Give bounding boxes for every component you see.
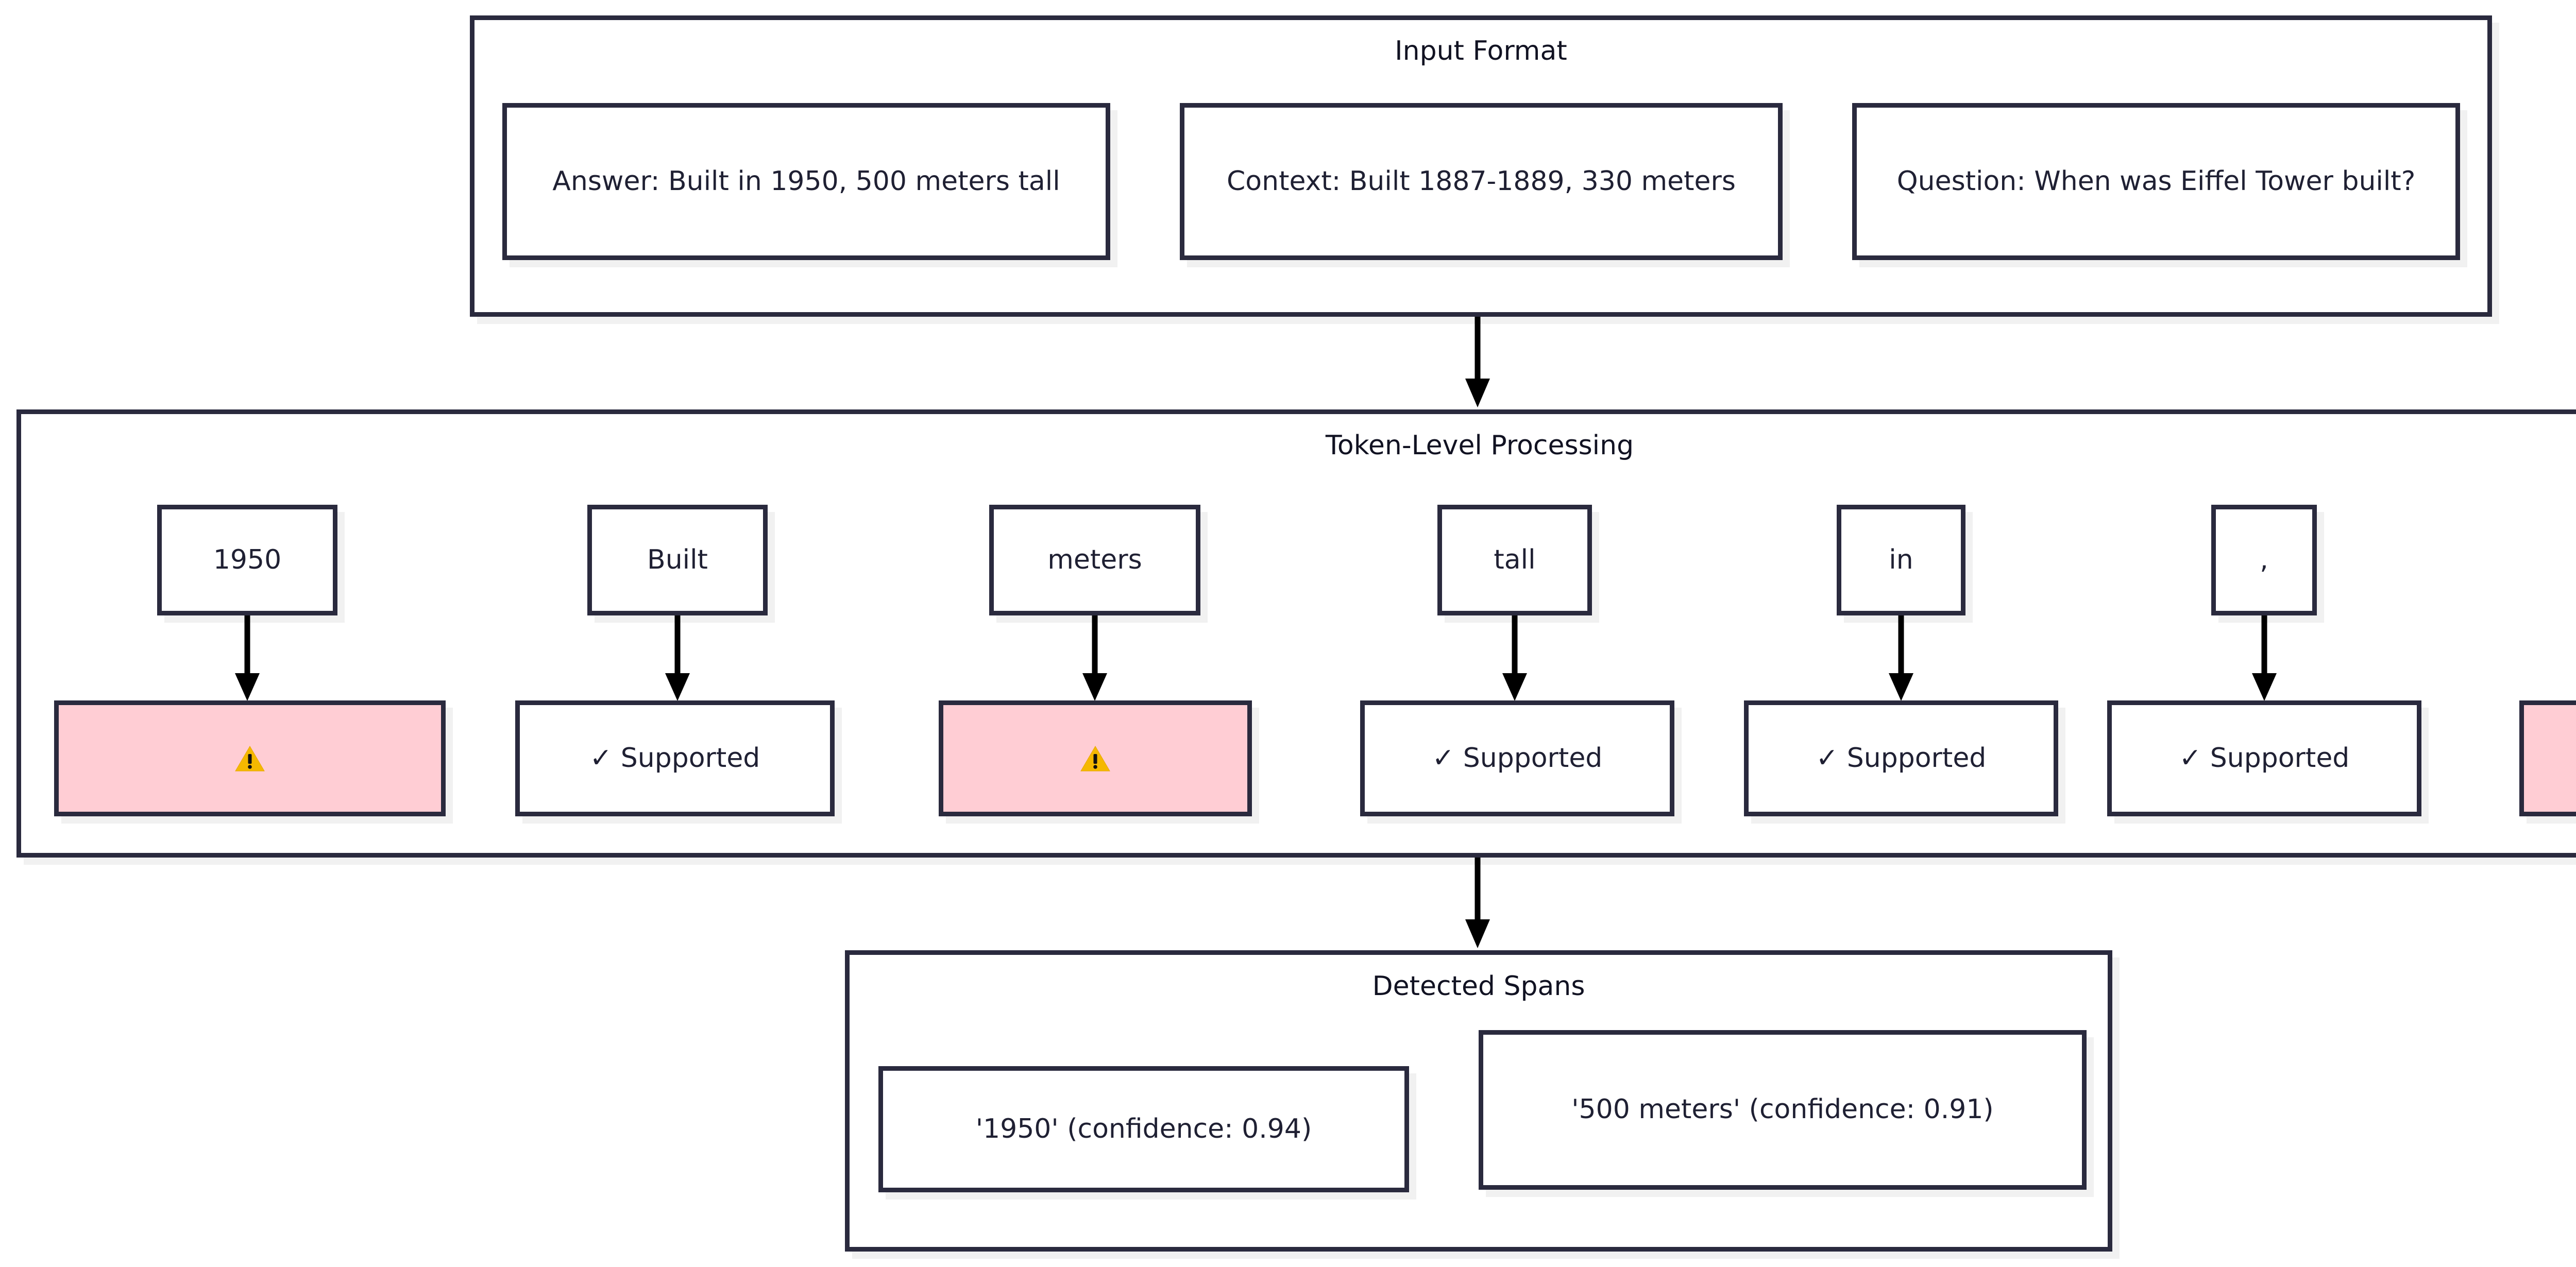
input-box-answer-label: Answer: Built in 1950, 500 meters tall — [552, 165, 1060, 197]
arrow-token-tall-to-status — [1499, 615, 1530, 703]
arrow-token-built-to-status — [662, 615, 693, 703]
arrow-token-1950-to-status — [232, 615, 263, 703]
token-box-comma: , — [2211, 505, 2317, 615]
input-box-answer: Answer: Built in 1950, 500 meters tall — [502, 103, 1110, 260]
status-label: ✓ Supported — [1432, 742, 1603, 774]
warning-icon — [234, 745, 265, 773]
token-label: in — [1889, 544, 1913, 575]
token-label: Built — [647, 544, 708, 575]
status-box-500-unsupported — [2519, 700, 2576, 816]
token-label: meters — [1047, 544, 1142, 575]
arrow-input-to-tokens — [1462, 317, 1493, 409]
status-box-1950-unsupported — [54, 700, 446, 816]
input-box-question: Question: When was Eiffel Tower built? — [1852, 103, 2460, 260]
input-box-context-label: Context: Built 1887-1889, 330 meters — [1227, 165, 1736, 197]
span-box-500-meters: '500 meters' (confidence: 0.91) — [1479, 1030, 2087, 1190]
arrow-tokens-to-spans — [1462, 858, 1493, 950]
input-box-context: Context: Built 1887-1889, 330 meters — [1180, 103, 1783, 260]
token-processing-title: Token-Level Processing — [1325, 430, 1634, 461]
token-label: , — [2260, 544, 2268, 575]
status-box-tall-supported: ✓ Supported — [1360, 700, 1674, 816]
arrow-token-meters-to-status — [1079, 615, 1110, 703]
warning-icon — [1080, 745, 1111, 773]
status-label: ✓ Supported — [2179, 742, 2350, 774]
token-label: 1950 — [213, 544, 282, 575]
token-box-meters: meters — [989, 505, 1200, 615]
detected-spans-title: Detected Spans — [1372, 971, 1585, 1002]
token-label: tall — [1494, 544, 1536, 575]
token-box-in: in — [1837, 505, 1965, 615]
input-box-question-label: Question: When was Eiffel Tower built? — [1896, 165, 2416, 197]
status-box-in-supported: ✓ Supported — [1744, 700, 2058, 816]
arrow-token-in-to-status — [1886, 615, 1917, 703]
status-label: ✓ Supported — [589, 742, 760, 774]
token-box-1950: 1950 — [157, 505, 337, 615]
status-box-comma-supported: ✓ Supported — [2107, 700, 2421, 816]
span-box-1950: '1950' (confidence: 0.94) — [878, 1066, 1409, 1192]
status-box-meters-unsupported — [939, 700, 1252, 816]
span-label: '500 meters' (confidence: 0.91) — [1571, 1094, 1994, 1125]
status-label: ✓ Supported — [1816, 742, 1987, 774]
status-box-built-supported: ✓ Supported — [515, 700, 835, 816]
token-box-tall: tall — [1437, 505, 1592, 615]
input-format-title: Input Format — [1395, 36, 1567, 66]
span-label: '1950' (confidence: 0.94) — [975, 1113, 1312, 1144]
arrow-token-comma-to-status — [2249, 615, 2280, 703]
token-box-built: Built — [587, 505, 768, 615]
